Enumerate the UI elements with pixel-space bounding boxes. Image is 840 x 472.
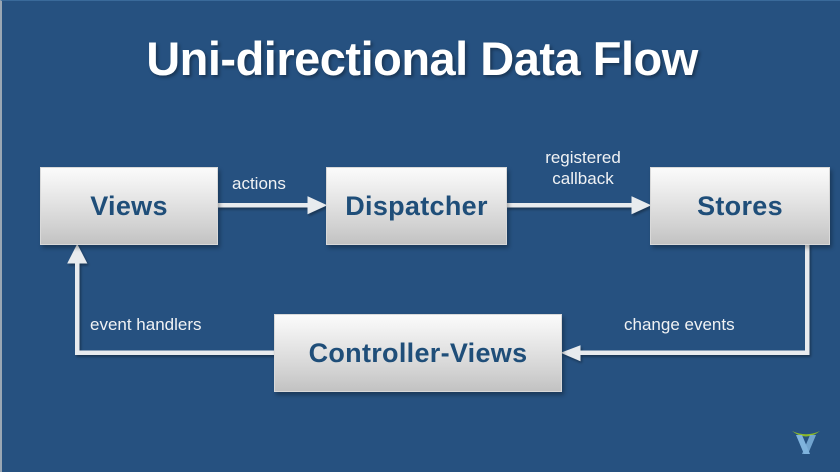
- brand-logo-icon: [792, 431, 820, 454]
- edge-label-change-events: change events: [624, 315, 735, 334]
- edge-label-registered-callback-line2: callback: [552, 169, 614, 188]
- arrow-stores-to-controller: [560, 244, 810, 362]
- edge-label-event-handlers: event handlers: [90, 315, 202, 334]
- edge-label-registered-callback-line1: registered: [545, 148, 621, 167]
- node-views[interactable]: Views: [40, 167, 218, 245]
- node-dispatcher[interactable]: Dispatcher: [326, 167, 507, 245]
- arrow-views-to-dispatcher: [217, 196, 328, 215]
- node-dispatcher-label: Dispatcher: [345, 190, 488, 221]
- node-views-label: Views: [90, 190, 168, 221]
- arrow-controller-to-views: [67, 243, 275, 355]
- node-stores[interactable]: Stores: [650, 167, 830, 245]
- node-controller-views[interactable]: Controller-Views: [274, 314, 562, 392]
- edge-label-registered-callback: registered callback: [523, 147, 643, 189]
- logo-arc-icon: [792, 431, 820, 437]
- page-title: Uni-directional Data Flow: [146, 32, 698, 85]
- node-controller-views-label: Controller-Views: [308, 337, 528, 368]
- node-stores-label: Stores: [697, 190, 783, 221]
- logo-x-stroke-right-icon: [802, 435, 816, 454]
- arrow-dispatcher-to-stores: [506, 196, 652, 215]
- edge-label-actions: actions: [232, 174, 286, 193]
